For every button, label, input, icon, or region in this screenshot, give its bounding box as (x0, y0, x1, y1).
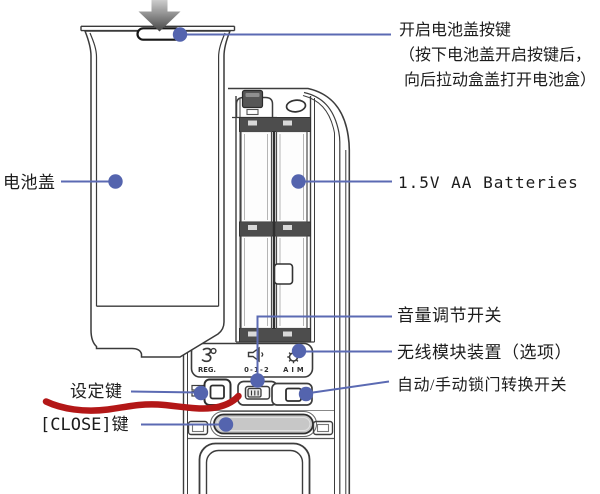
red-annotation-stroke (42, 392, 242, 414)
leader-lines (61, 33, 392, 426)
cover-bevel-line (218, 32, 226, 307)
leader-dot (108, 174, 123, 189)
callout-open-button: 开启电池盖按键 （按下电池盖开启按键后， 向后拉动盒盖打开电池盒） (399, 18, 596, 93)
battery-compartment (235, 96, 315, 343)
speaker-icon (247, 346, 264, 363)
leader-dot (250, 373, 265, 388)
callout-open-button-line1: 开启电池盖按键 (399, 22, 512, 39)
body-inner-edge (303, 91, 341, 494)
leader-dot (193, 385, 209, 401)
leader-auto-manual (305, 380, 390, 395)
cover-outline (83, 30, 232, 358)
keypad-opening (198, 442, 311, 494)
aim-marking: A I M (283, 366, 304, 374)
callout-close-key: [CLOSE]键 (40, 415, 129, 435)
down-arrow-icon (138, 0, 181, 32)
body-inner-edge (302, 95, 335, 494)
callout-set-key: 设定键 (70, 382, 123, 401)
oval-slot (285, 99, 307, 113)
callout-auto-manual-switch: 自动/手动锁门转换开关 (397, 377, 567, 394)
leader-set-key (130, 390, 199, 394)
leader-volume (256, 315, 392, 377)
cover-bevel-line (89, 32, 98, 307)
leader-dot (291, 174, 306, 189)
volume-levels-marking: 0-1-2 (244, 366, 270, 374)
callout-battery-cover: 电池盖 (3, 173, 56, 192)
cover-latch (232, 89, 277, 119)
callout-wireless-module: 无线模块装置（选项） (397, 343, 572, 362)
callout-batteries: 1.5V AA Batteries (398, 173, 579, 192)
body-outline (228, 87, 351, 494)
battery-cover (80, 25, 236, 358)
leader-dot (218, 417, 234, 432)
leader-dot (298, 386, 314, 402)
leader-dot (172, 27, 188, 42)
battery-cell-highlight (244, 134, 304, 326)
key-icon (201, 347, 217, 363)
callout-open-button-line3: 向后拉动盒盖打开电池盒） (404, 72, 597, 89)
leader-dots (108, 27, 314, 432)
divider-clip (273, 263, 294, 285)
leader-dot (291, 343, 307, 359)
reg-marking: REG. (198, 366, 216, 374)
callout-open-button-line2: （按下电池盖开启按键后， (399, 47, 592, 64)
callout-volume-switch: 音量调节开关 (397, 306, 502, 325)
